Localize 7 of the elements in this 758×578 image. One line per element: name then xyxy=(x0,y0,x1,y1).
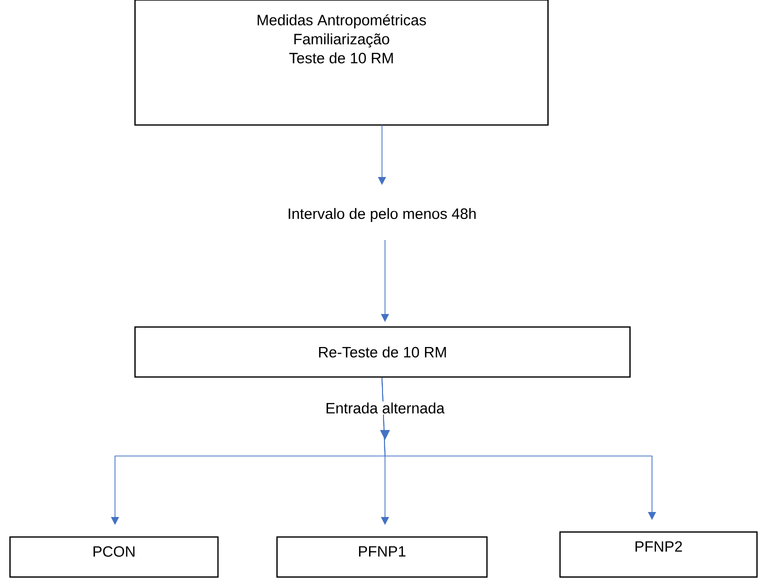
process-box: PCON xyxy=(9,536,219,578)
process-box: PFNP1 xyxy=(276,536,488,578)
edge-label: Entrada alternada xyxy=(326,402,445,414)
process-box: Re-Teste de 10 RM xyxy=(134,326,631,378)
step-text: Intervalo de pelo menos 48h xyxy=(288,208,476,222)
process-box: Medidas Antropométricas Familiarização Teste de 10 RM xyxy=(134,0,549,126)
process-box: PFNP2 xyxy=(559,531,758,578)
